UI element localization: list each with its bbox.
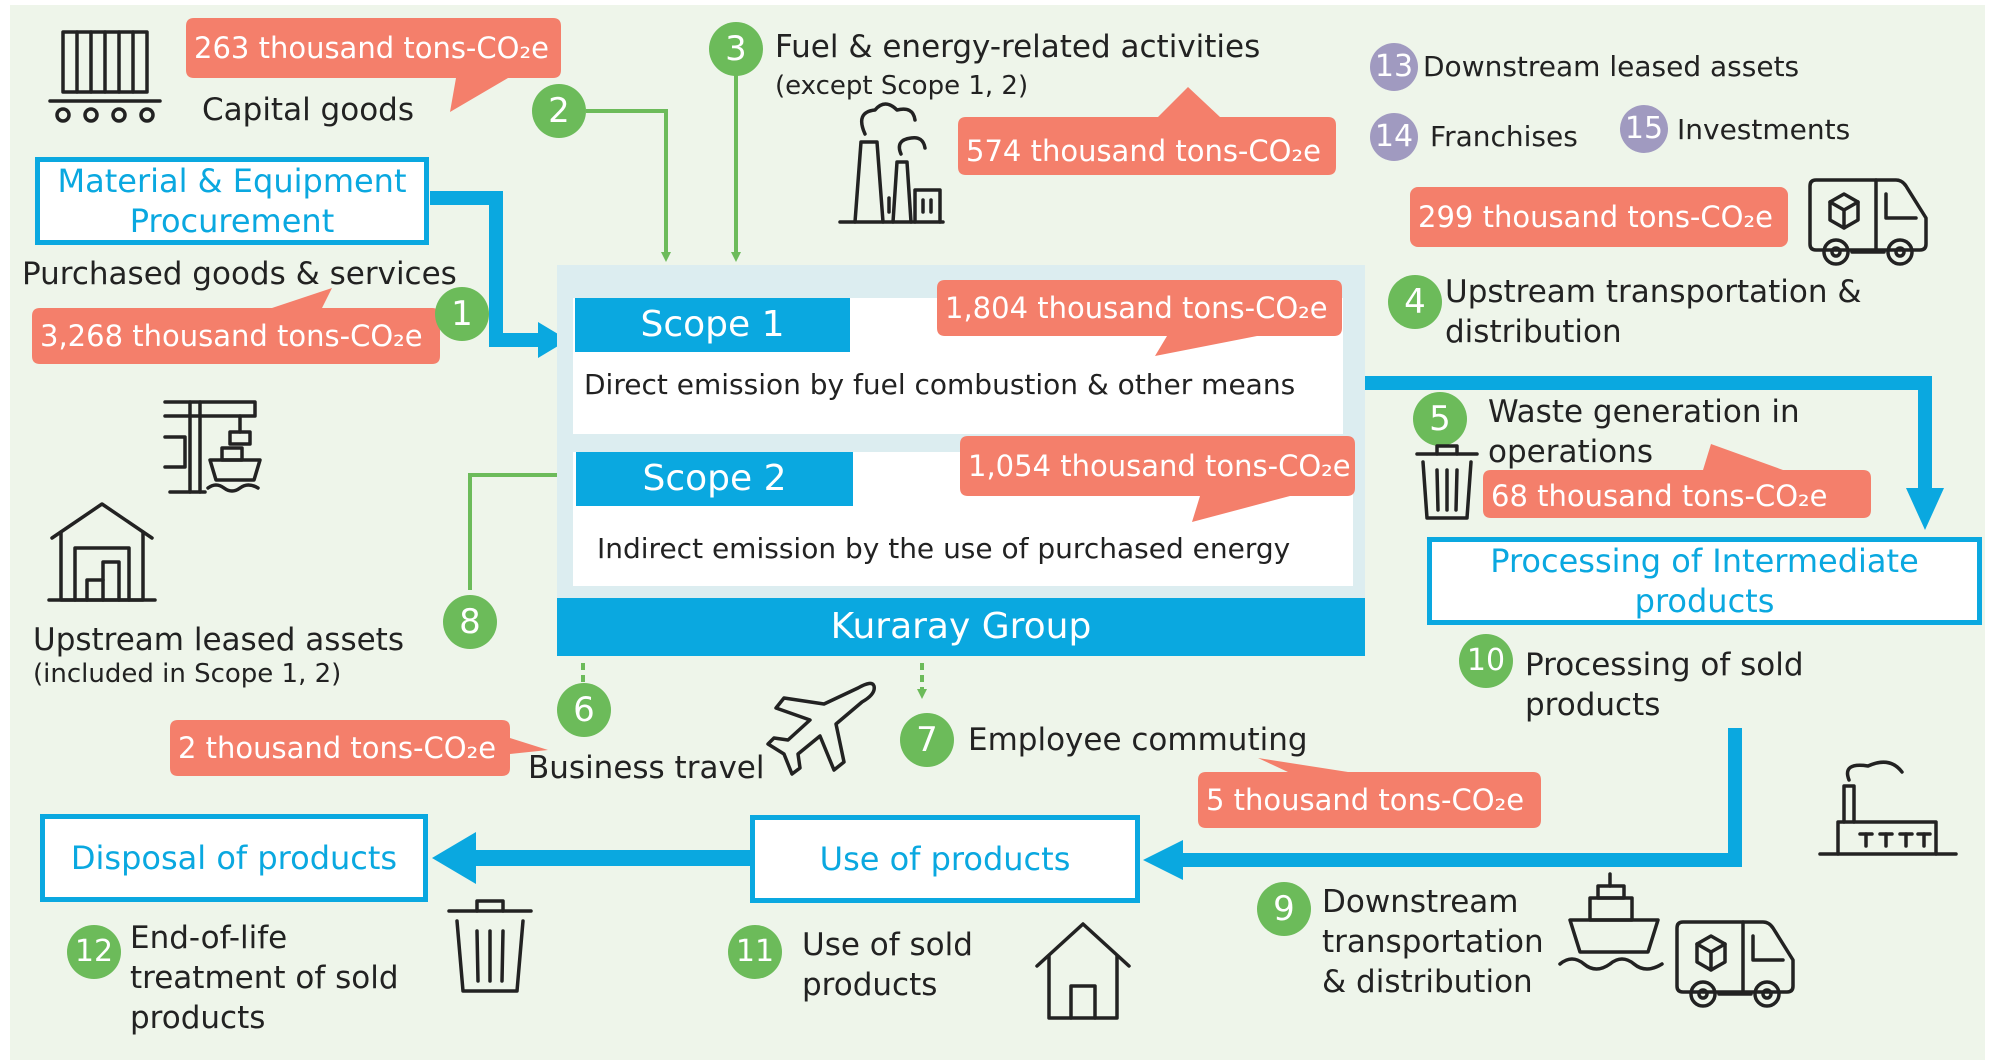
label-business-travel: Business travel	[528, 750, 765, 786]
category-number-5: 5	[1413, 392, 1467, 446]
category-number-13: 13	[1370, 43, 1418, 91]
flow-arrow-processing-to-use	[1180, 728, 1742, 867]
intermediate-processing-box: Processing of Intermediate products	[1427, 537, 1982, 625]
factory-icon	[838, 102, 945, 224]
category-number-9: 9	[1257, 882, 1311, 936]
scope2-heading: Scope 2	[576, 452, 853, 506]
category-number-3: 3	[709, 22, 763, 76]
scope2-description: Indirect emission by the use of purchase…	[597, 532, 1291, 565]
scope1-description: Direct emission by fuel combustion & oth…	[584, 368, 1296, 401]
procurement-box: Material & Equipment Procurement	[35, 157, 429, 245]
delivery-truck-icon	[1808, 178, 1928, 266]
label-use-sold: Use of sold products	[802, 927, 973, 1003]
port-crane-ship-icon	[163, 400, 262, 494]
trash-bin-icon	[1415, 444, 1479, 520]
house-icon	[1035, 922, 1131, 1020]
label-franchises: Franchises	[1430, 120, 1578, 153]
category-number-7: 7	[900, 713, 954, 767]
disposal-of-products-box: Disposal of products	[40, 814, 428, 902]
label-end-of-life: End-of-life treatment of sold products	[130, 920, 399, 1036]
cargo-ship-icon	[1558, 872, 1664, 971]
trash-bin-icon-2	[447, 899, 533, 993]
company-group-bar: Kuraray Group	[557, 598, 1365, 656]
label-processing-sold: Processing of sold products	[1525, 647, 1804, 723]
label-purchased-goods: Purchased goods & services	[22, 256, 457, 292]
label-downstream-transport: Downstream transportation & distribution	[1322, 884, 1544, 1000]
category-number-2: 2	[532, 84, 586, 138]
airplane-icon	[766, 681, 876, 776]
label-employee-commuting: Employee commuting	[968, 722, 1308, 758]
category-number-11: 11	[728, 925, 782, 979]
category-number-15: 15	[1620, 105, 1668, 153]
cargo-container-icon	[48, 30, 162, 123]
warehouse-icon	[47, 502, 157, 602]
label-upstream-transport: Upstream transportation & distribution	[1445, 274, 1862, 350]
scope1-heading: Scope 1	[575, 298, 850, 352]
category-number-6: 6	[557, 683, 611, 737]
label-fuel-energy-note: (except Scope 1, 2)	[775, 71, 1029, 101]
label-investments: Investments	[1677, 113, 1851, 146]
category-number-4: 4	[1388, 275, 1442, 329]
label-fuel-energy: Fuel & energy-related activities	[775, 29, 1261, 65]
label-upstream-leased: Upstream leased assets	[33, 622, 404, 658]
category-number-10: 10	[1459, 634, 1513, 688]
delivery-truck-icon-2	[1675, 920, 1795, 1008]
category-number-1: 1	[435, 287, 489, 341]
flow-line-capital-goods	[586, 109, 671, 262]
label-capital-goods: Capital goods	[202, 92, 414, 128]
label-waste: Waste generation in operations	[1488, 394, 1800, 470]
flow-arrow-scope-to-intermediate	[1352, 376, 1932, 490]
category-number-14: 14	[1370, 113, 1418, 161]
flow-arrow-procurement-to-scope	[430, 191, 540, 347]
label-upstream-leased-note: (included in Scope 1, 2)	[33, 659, 342, 689]
factory-small-icon	[1818, 760, 1958, 856]
use-of-products-box: Use of products	[750, 815, 1140, 903]
category-number-12: 12	[67, 925, 121, 979]
category-number-8: 8	[443, 595, 497, 649]
flow-line-upstream-leased	[468, 470, 572, 590]
label-downstream-leased: Downstream leased assets	[1423, 50, 1800, 83]
